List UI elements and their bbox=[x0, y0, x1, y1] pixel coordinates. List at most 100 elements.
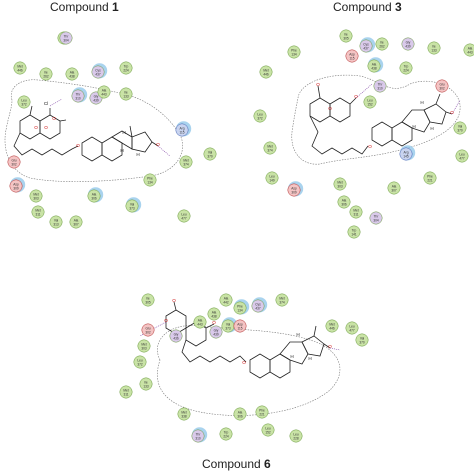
binding-pocket-outline bbox=[157, 325, 341, 416]
residue-number: 221 bbox=[259, 412, 265, 416]
title-prefix: Compound bbox=[50, 0, 112, 14]
residue-number: 304 bbox=[63, 38, 69, 42]
residue-name: Ile bbox=[124, 91, 128, 95]
residue-number: 373 bbox=[225, 326, 231, 330]
residue-number: 374 bbox=[183, 162, 189, 166]
residue-number: 302 bbox=[11, 162, 17, 166]
residue-number: 304 bbox=[373, 218, 379, 222]
residue-disc bbox=[193, 315, 207, 329]
title-number: 1 bbox=[112, 0, 119, 14]
residue-disc bbox=[339, 29, 353, 43]
residue-name: Met bbox=[279, 297, 284, 301]
residue-name: Ala bbox=[92, 193, 97, 197]
residue-number: 436 bbox=[173, 336, 179, 340]
residue-name: Val bbox=[360, 337, 365, 341]
residue-disc bbox=[347, 225, 361, 239]
residue-disc bbox=[427, 41, 441, 55]
residue-name: Leu bbox=[137, 359, 143, 363]
residue-number: 437 bbox=[255, 306, 261, 310]
residue-number: 372 bbox=[257, 116, 263, 120]
residue-name: Val bbox=[208, 151, 213, 155]
residue-name: Val bbox=[54, 219, 59, 223]
residue-disc bbox=[119, 61, 133, 75]
residue-disc bbox=[453, 121, 467, 135]
residue-number: 372 bbox=[137, 362, 143, 366]
residue-number: 370 bbox=[457, 128, 463, 132]
residue-number: 221 bbox=[427, 178, 433, 182]
residue-disc bbox=[463, 43, 474, 57]
residue-disc bbox=[29, 189, 43, 203]
residue-number: 152 bbox=[367, 102, 373, 106]
title-number: 3 bbox=[395, 0, 402, 14]
residue-disc bbox=[13, 61, 27, 75]
residue-name: Val bbox=[226, 323, 231, 327]
residue-name: Ala bbox=[468, 47, 473, 51]
atom-label-h: H bbox=[136, 152, 139, 157]
residue-disc bbox=[337, 195, 351, 209]
residue-disc bbox=[125, 199, 139, 213]
residue-name: Val bbox=[130, 203, 135, 207]
residue-disc bbox=[233, 319, 247, 333]
residue-name: Asp bbox=[237, 323, 243, 327]
residue-name: Trp bbox=[352, 229, 357, 233]
residue-disc bbox=[399, 61, 413, 75]
residue-disc bbox=[387, 181, 401, 195]
residue-disc bbox=[251, 299, 265, 313]
residue-disc bbox=[169, 329, 183, 343]
residue-number: 374 bbox=[267, 148, 273, 152]
residue-disc bbox=[265, 171, 279, 185]
residue-disc bbox=[141, 323, 155, 337]
panel-title: Compound 6 bbox=[202, 457, 271, 471]
residue-name: Ile bbox=[432, 45, 436, 49]
residue-name: Thr bbox=[76, 93, 82, 97]
residue-name: Ala bbox=[238, 411, 243, 415]
residue-name: Leu bbox=[265, 427, 271, 431]
residue-disc bbox=[209, 325, 223, 339]
residue-number: 306 bbox=[237, 414, 243, 418]
atom-label-o: O bbox=[242, 360, 246, 365]
residue-disc bbox=[345, 49, 359, 63]
residue-name: Ala bbox=[342, 199, 347, 203]
atom-label-o: O bbox=[172, 298, 176, 303]
residue-disc bbox=[119, 385, 133, 399]
residue-number: 115 bbox=[179, 130, 184, 134]
residue-name: Ala bbox=[372, 63, 377, 67]
residue-name: Ala bbox=[74, 219, 79, 223]
atom-label-o: O bbox=[44, 125, 48, 130]
residue-disc bbox=[263, 141, 277, 155]
atom-label-o: O bbox=[316, 82, 320, 87]
residue-disc bbox=[69, 215, 83, 229]
residue-layer: Ile305Ala442Ala438Phe134Cys437Met374Ala4… bbox=[119, 293, 369, 443]
residue-name: Gly bbox=[174, 333, 179, 337]
atom-label-o: O bbox=[328, 106, 332, 111]
residue-number: 306 bbox=[341, 202, 347, 206]
residue-name: Glu bbox=[440, 83, 445, 87]
residue-name: Leu bbox=[349, 325, 355, 329]
residue-disc bbox=[261, 423, 275, 437]
residue-disc bbox=[367, 59, 381, 73]
residue-number: 134 bbox=[237, 308, 243, 312]
